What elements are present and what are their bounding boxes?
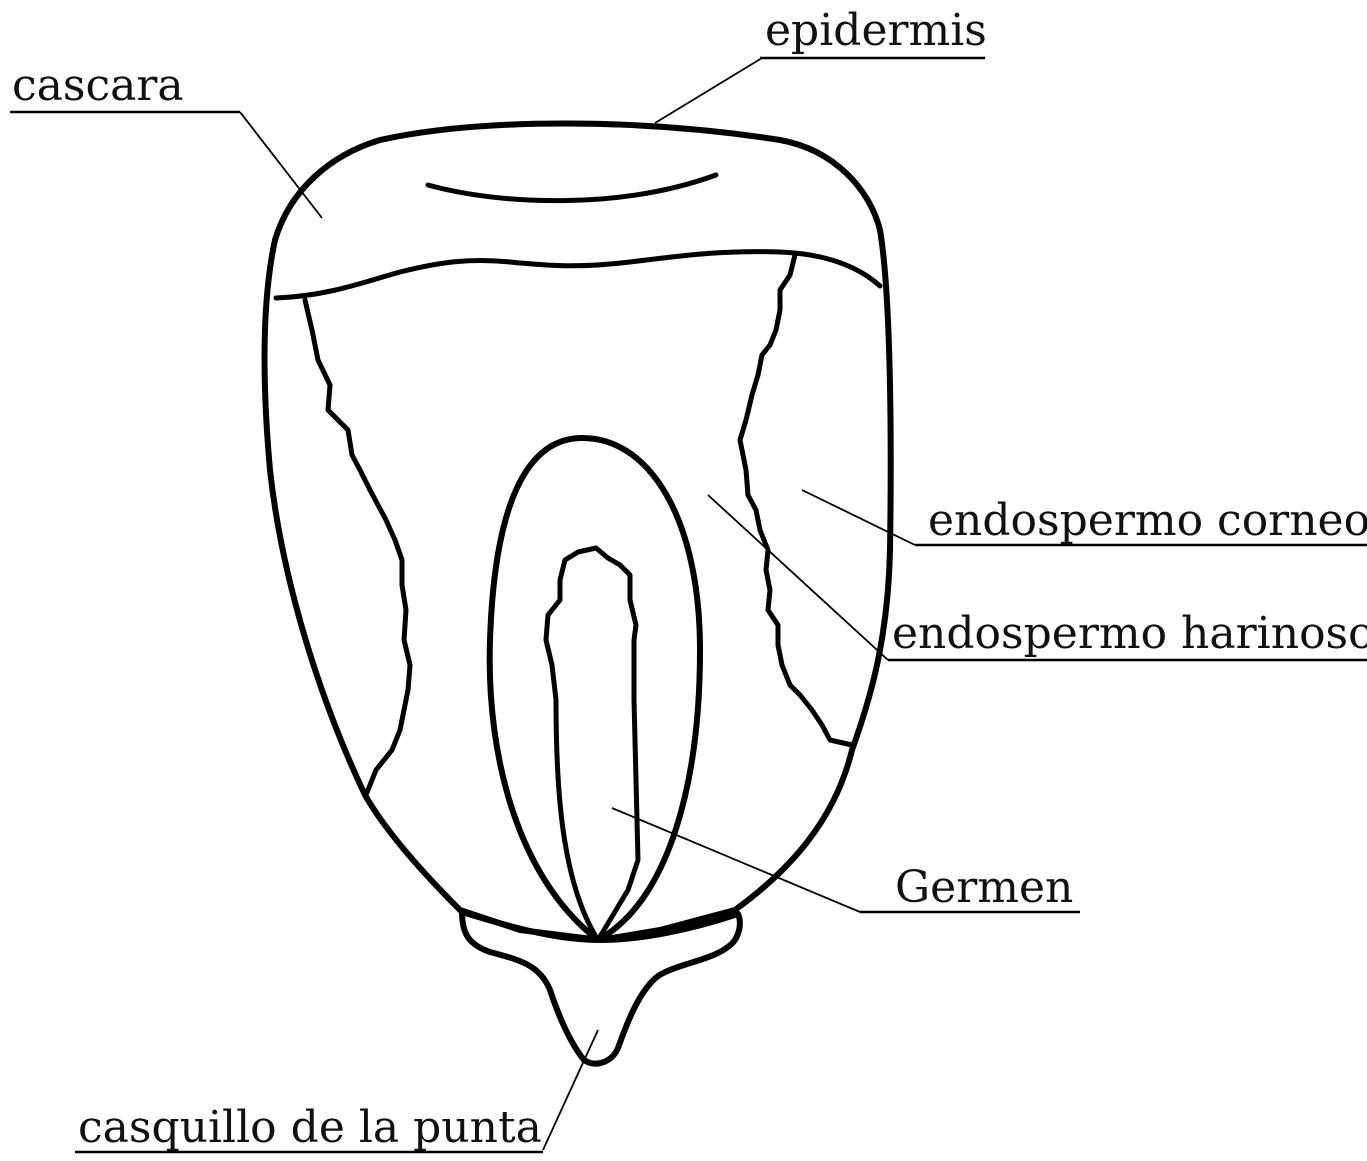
- kernel-outline: [265, 124, 891, 941]
- label-casquillo: casquillo de la punta: [78, 1102, 542, 1153]
- top-arc: [428, 175, 716, 201]
- label-epidermis: epidermis: [765, 5, 987, 56]
- leader-epidermis: [655, 58, 762, 123]
- label-cascara: cascara: [12, 60, 184, 111]
- right-horny-boundary: [740, 255, 852, 745]
- left-horny-boundary: [305, 300, 410, 795]
- leader-casquillo: [543, 1030, 598, 1150]
- label-germen: Germen: [895, 862, 1073, 913]
- leader-cascara: [240, 112, 322, 218]
- germ-embryo: [546, 548, 638, 940]
- leader-endospermo-harinoso: [708, 495, 888, 660]
- label-endospermo-corneo: endospermo corneo: [928, 495, 1367, 546]
- label-endospermo-harinoso: endospermo harinoso: [892, 608, 1367, 659]
- leader-endospermo-corneo: [802, 490, 915, 545]
- germ-outer: [490, 438, 700, 940]
